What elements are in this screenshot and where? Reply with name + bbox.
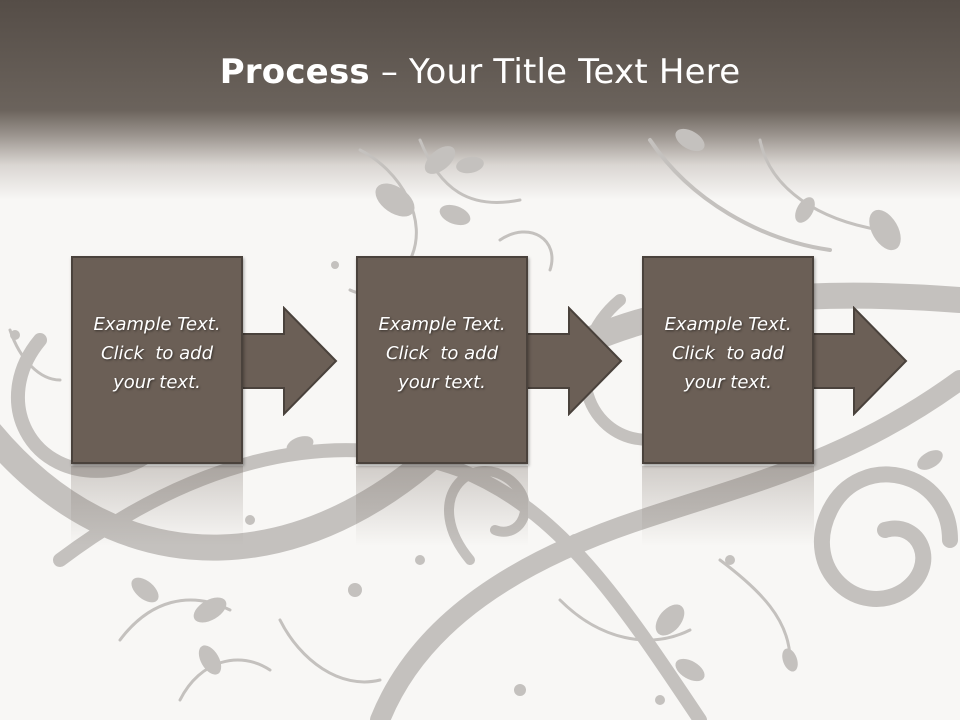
step-line: Example Text.	[664, 314, 792, 335]
step-line: Example Text.	[378, 314, 506, 335]
box-reflection	[356, 466, 528, 546]
right-arrow-icon	[242, 306, 338, 416]
process-step-1[interactable]: Example Text. Click to add your text.	[71, 256, 243, 464]
process-step-3[interactable]: Example Text. Click to add your text.	[642, 256, 814, 464]
process-step-2[interactable]: Example Text. Click to add your text.	[356, 256, 528, 464]
step-line: your text.	[398, 372, 486, 393]
step-text[interactable]: Example Text. Click to add your text.	[358, 310, 526, 397]
step-line: Click to add	[671, 343, 784, 364]
right-arrow-icon	[527, 306, 623, 416]
step-line: Click to add	[385, 343, 498, 364]
title-bold: Process	[219, 52, 370, 92]
right-arrow-icon	[812, 306, 908, 416]
step-line: Click to add	[100, 343, 213, 364]
step-line: Example Text.	[93, 314, 221, 335]
step-text[interactable]: Example Text. Click to add your text.	[73, 310, 241, 397]
step-line: your text.	[684, 372, 772, 393]
step-line: your text.	[113, 372, 201, 393]
box-reflection	[642, 466, 814, 546]
title-rest: – Your Title Text Here	[369, 52, 741, 92]
box-reflection	[71, 466, 243, 546]
slide-title[interactable]: Process – Your Title Text Here	[0, 52, 960, 92]
step-text[interactable]: Example Text. Click to add your text.	[644, 310, 812, 397]
